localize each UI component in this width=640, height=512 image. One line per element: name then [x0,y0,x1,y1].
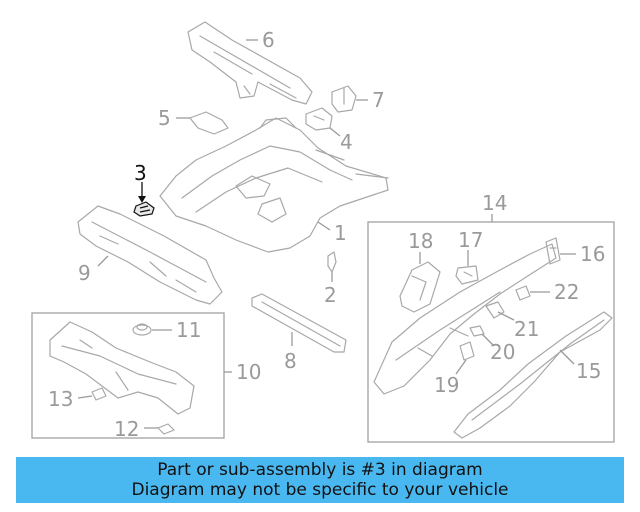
group-box-14 [367,221,615,443]
leader-9 [97,255,109,267]
part-18-gusset [399,261,441,313]
info-banner: Part or sub-assembly is #3 in diagram Di… [16,457,624,503]
part-10-rear-crossmember [49,321,195,415]
callout-8: 8 [284,349,297,373]
part-22-clip [515,285,531,301]
part-2-clip [327,251,337,273]
banner-line-1: Part or sub-assembly is #3 in diagram [157,460,483,480]
part-14-rear-rail [373,243,557,395]
callout-4: 4 [340,130,353,154]
part-17-bracket [455,265,479,285]
leader-3-arrowhead [138,196,146,203]
part-8-sill-strip [251,293,347,353]
part-7-bracket [331,85,357,113]
part-16-plate [545,237,561,265]
part-11-bushing [132,323,152,336]
part-15-side-rail [453,311,613,439]
part-6-crossmember [187,21,313,105]
callout-3: 3 [134,161,147,185]
callout-17: 17 [458,228,483,252]
part-12-bracket [157,423,175,435]
callout-21: 21 [514,317,539,341]
leader-19 [455,359,467,375]
part-19-bracket [459,341,475,361]
leader-21 [497,311,515,321]
callout-16: 16 [580,242,605,266]
leader-1 [317,221,331,231]
leader-13 [77,395,93,399]
callout-12: 12 [114,417,139,441]
part-5-pad [189,111,229,135]
part-9-crossmember [77,205,223,305]
part-21-bracket [485,301,505,319]
part-3-bracket [133,201,155,217]
callout-19: 19 [434,373,459,397]
leader-20 [481,333,495,347]
callout-18: 18 [408,229,433,253]
leader-15 [559,349,575,365]
callout-14: 14 [482,191,507,215]
banner-line-2: Diagram may not be specific to your vehi… [131,480,509,500]
callout-1: 1 [334,221,347,245]
callout-10: 10 [236,360,261,384]
parts-diagram: 6 7 4 5 1 3 2 9 [31,21,615,443]
leader-4 [329,127,341,137]
part-1-floor-pan [159,117,389,253]
callout-13: 13 [48,387,73,411]
part-20-clip [469,325,485,337]
part-4-bracket [305,107,333,131]
callout-2: 2 [324,283,337,307]
callout-9: 9 [78,261,91,285]
callout-20: 20 [490,340,515,364]
callout-11: 11 [176,318,201,342]
callout-5: 5 [158,106,171,130]
callout-22: 22 [554,280,579,304]
group-box-10 [31,312,225,439]
callout-6: 6 [262,28,275,52]
part-13-bracket [91,387,107,401]
callout-15: 15 [576,359,601,383]
callout-7: 7 [372,88,385,112]
